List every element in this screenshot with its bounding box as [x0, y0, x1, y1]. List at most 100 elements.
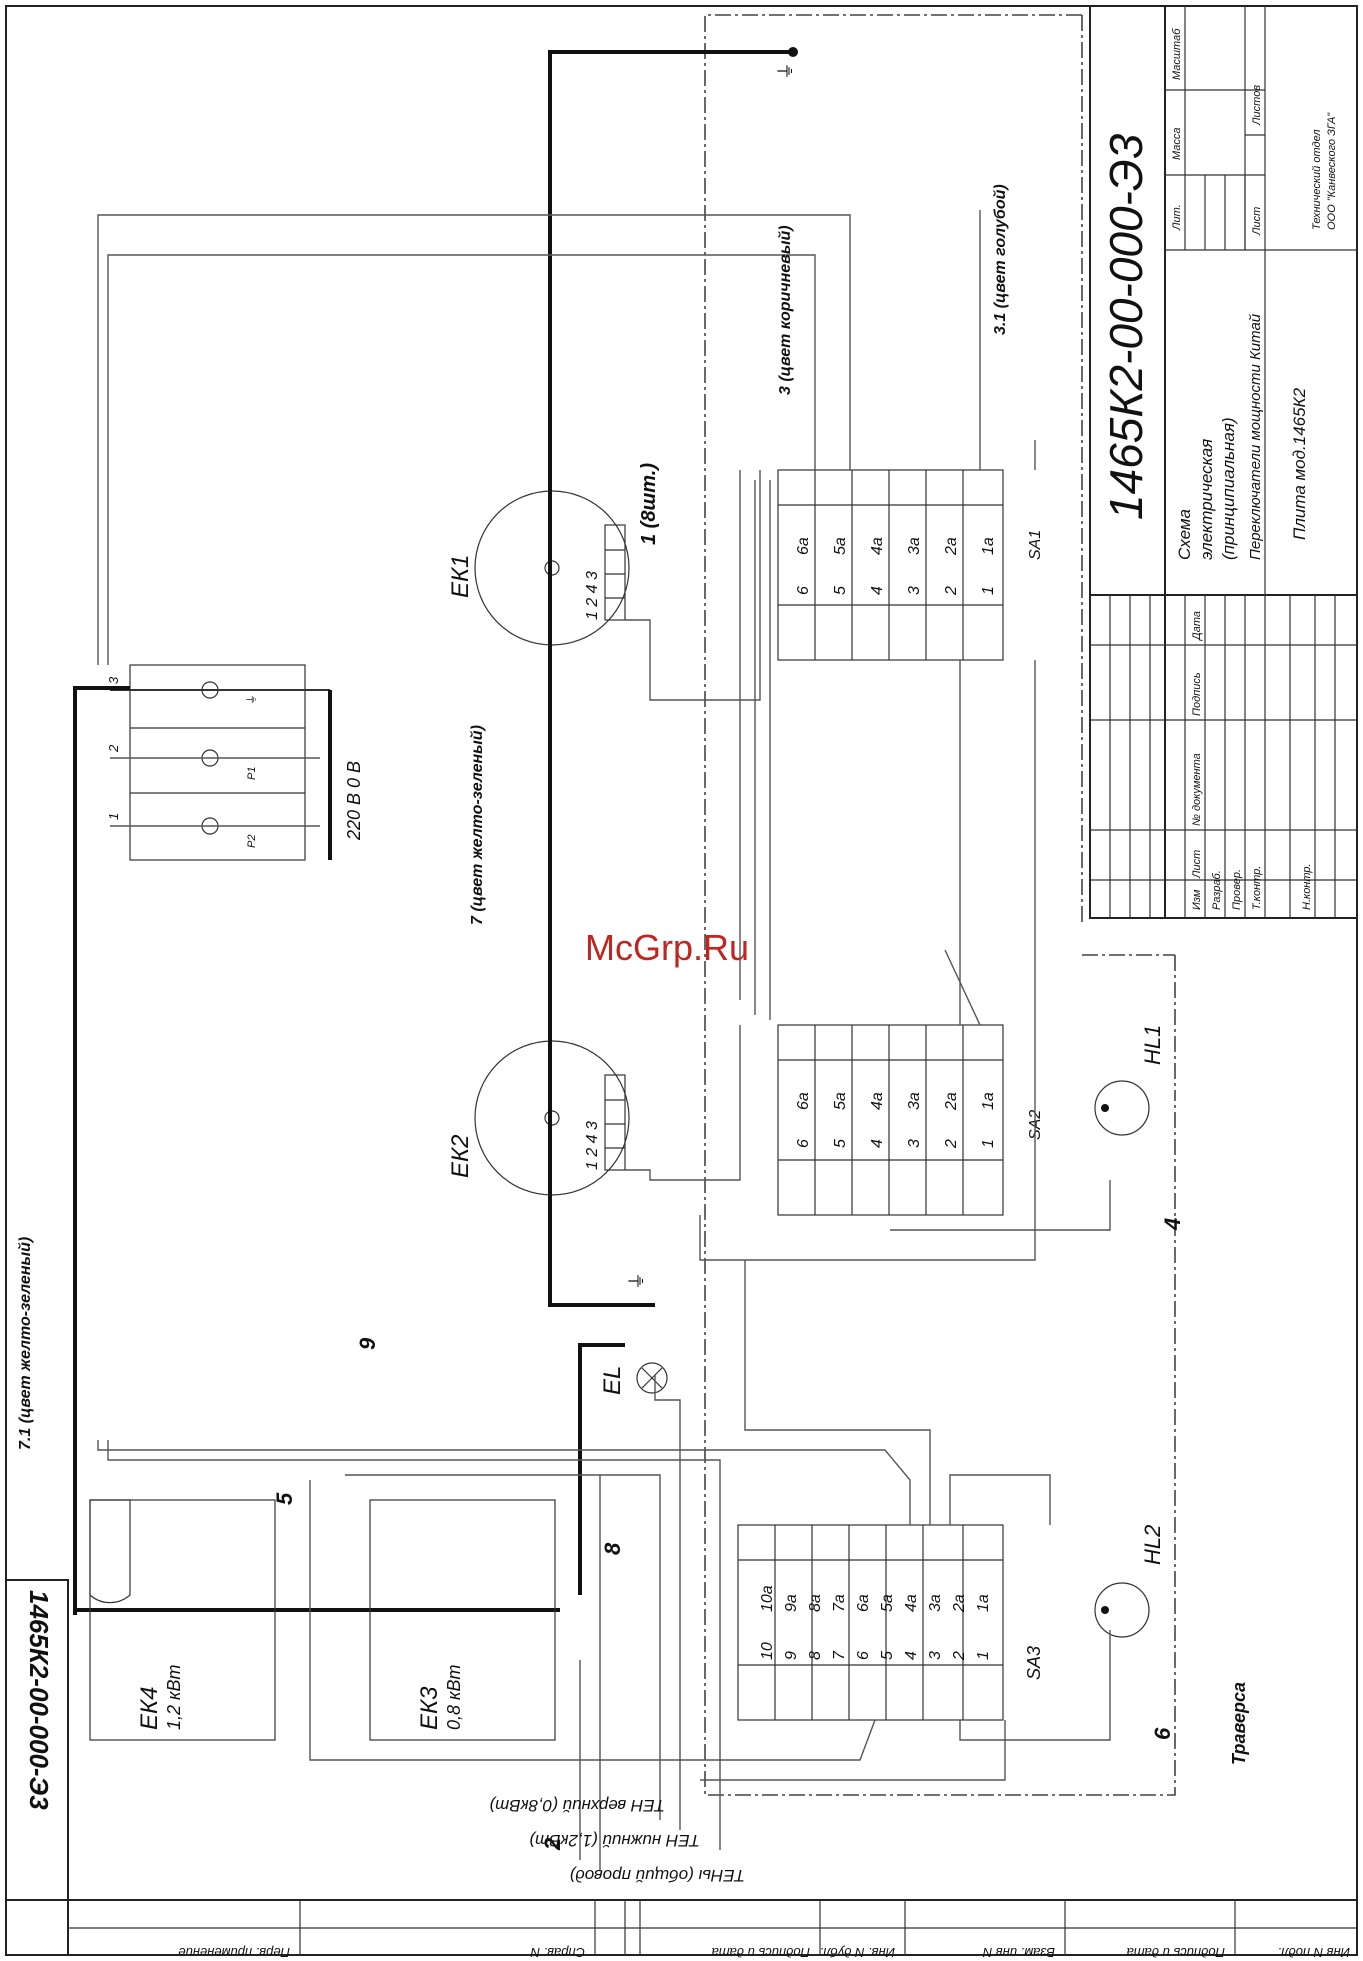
sa3-contact-1: 1: [975, 1651, 992, 1660]
sa3-contact-7а: 7а: [831, 1594, 848, 1612]
title-col-list: Лист: [1191, 850, 1203, 879]
title-row-prover: Провер.: [1231, 869, 1243, 910]
earth-wire-71: [73, 686, 130, 1615]
sa3-contact-3а: 3а: [927, 1594, 944, 1612]
heater-ek4: ЕК4 1,2 кВт: [89, 1499, 276, 1741]
sa2-contact-6: 6: [795, 1139, 812, 1148]
sa3-contact-4: 4: [903, 1651, 920, 1660]
drawing-frame: [5, 5, 1358, 1956]
stamp-inv-podl: Инв N подл.: [1278, 1945, 1350, 1960]
title-doc-code: 1465К2-00-000-Э3: [1100, 133, 1152, 520]
watermark: McGrp.Ru: [585, 927, 749, 968]
title-doc-subtitle: Переключатели мощности Китай: [1247, 313, 1264, 560]
switch-sa3: SA3: [737, 1524, 1044, 1721]
stamp-vzam-inv: Взам. инв N: [982, 1945, 1055, 1960]
wire-8-label: 8: [600, 1542, 625, 1555]
ek2-pins: 1 2 4 3: [584, 1121, 601, 1170]
ek3-power: 0,8 кВт: [444, 1664, 464, 1730]
stamp-podp-data-2: Подпись и дата: [1127, 1945, 1225, 1960]
side-doc-code-box: 1465К2-00-000-Э3: [5, 1579, 69, 1956]
sa3-contact-2а: 2а: [951, 1594, 968, 1613]
sa1-contact-5: 5: [832, 586, 849, 595]
sa1-contact-1а: 1а: [980, 537, 997, 555]
traversa-label: Траверса: [1229, 1682, 1249, 1765]
sa3-contact-8: 8: [807, 1651, 824, 1660]
sa3-contact-8а: 8а: [807, 1594, 824, 1612]
wire-71-label: 7.1 (цвет желто-зеленый): [17, 1237, 34, 1450]
side-doc-code: 1465К2-00-000-Э3: [24, 1590, 54, 1810]
sa2-contact-3а: 3а: [906, 1092, 923, 1110]
p1-label: P1: [246, 767, 258, 780]
ek4-label: ЕК4: [136, 1687, 163, 1731]
traverse-boundary: [704, 14, 1176, 1796]
title-col-sheets: Листов: [1251, 85, 1263, 126]
wire-5-label: 5: [272, 1492, 297, 1505]
lamp-hl2: HL2: [1094, 1525, 1165, 1638]
sa2-contact-4: 4: [869, 1139, 886, 1148]
sa3-contact-5а: 5а: [879, 1594, 896, 1612]
ground-symbol-top: ⏚: [776, 62, 796, 80]
sa3-contact-6: 6: [855, 1651, 872, 1660]
stamp-podp-data-1: Подпись и дата: [712, 1945, 810, 1960]
terminal-2-label: 2: [106, 744, 121, 753]
sa1-contact-1: 1: [980, 586, 997, 595]
ten-upper-label: ТЕН верхний (0,8кВт): [489, 1796, 665, 1815]
burner-ek2: 1 2 4 3 ЕК2: [447, 1040, 630, 1196]
title-col-docnum: № документа: [1191, 753, 1203, 826]
title-row-razrab: Разраб.: [1211, 870, 1223, 910]
title-col-scale: Масштаб: [1171, 28, 1183, 80]
sa3-contact-7: 7: [831, 1650, 848, 1660]
title-doc-name-2: электрическая: [1197, 439, 1216, 560]
terminal-block: ⏚ 3 2 1 P1 P2 220 В 0 В: [106, 664, 364, 861]
sa3-contact-3: 3: [927, 1651, 944, 1660]
sa3-label: SA3: [1024, 1646, 1044, 1680]
title-block: 1465К2-00-000-Э3 Схема электрическая (пр…: [1089, 5, 1358, 919]
sa2-contact-6а: 6а: [795, 1092, 812, 1110]
title-doc-name-3: (принципиальная): [1219, 417, 1238, 560]
sa1-contact-3а: 3а: [906, 537, 923, 555]
burner-qty-label: 1 (8шт.): [638, 463, 660, 545]
sa1-label: SA1: [1027, 530, 1044, 560]
sa1-contact-6а: 6а: [795, 537, 812, 555]
sa2-contact-4а: 4а: [869, 1092, 886, 1110]
title-col-mass: Масса: [1171, 127, 1183, 160]
sa2-contact-5: 5: [832, 1139, 849, 1148]
burner-ek1: 1 2 4 3 ЕК1 1 (8шт.): [447, 463, 660, 646]
wire-2-label: 2: [540, 1837, 565, 1851]
sa2-contact-2: 2: [943, 1139, 960, 1149]
title-company-2: ООО "Канвеского ЗГА": [1326, 112, 1338, 230]
sa1-contact-6: 6: [795, 586, 812, 595]
title-col-sign: Подпись: [1191, 672, 1203, 716]
sa2-contact-5а: 5а: [832, 1092, 849, 1110]
oven-lamp-el: EL ⏚: [599, 1272, 668, 1395]
sa3-contact-6а: 6а: [855, 1594, 872, 1612]
ground-symbol-terminal: ⏚: [245, 694, 258, 705]
wire-6-label: 6: [1150, 1727, 1175, 1740]
wiring: [97, 210, 1111, 1870]
wire-4-label: 4: [1160, 1218, 1185, 1231]
sa1-contact-4а: 4а: [869, 537, 886, 555]
title-company-1: Технический отдел: [1311, 129, 1323, 230]
ek1-label: ЕК1: [447, 555, 474, 599]
title-product: Плита мод.1465К2: [1290, 387, 1309, 540]
sa3-contact-9а: 9а: [783, 1594, 800, 1612]
switch-sa2: SA2: [777, 1024, 1044, 1216]
hl2-label: HL2: [1140, 1525, 1165, 1565]
sa1-contact-4: 4: [869, 586, 886, 595]
title-row-nkontr: Н.контр.: [1301, 863, 1313, 910]
sa3-contact-1а: 1а: [975, 1594, 992, 1612]
sa3-contact-10а: 10а: [759, 1585, 776, 1612]
bottom-stamp: Перв. применение Справ. N Подпись и дата…: [6, 1899, 1357, 1960]
ten-common-label: ТЕНы (общий провод): [570, 1866, 745, 1885]
ten-lower-label: ТЕН нижний (1,2кВт): [529, 1831, 700, 1850]
sa3-contact-4а: 4а: [903, 1594, 920, 1612]
el-label: EL: [599, 1366, 626, 1395]
earth-terminal-top: [788, 47, 798, 57]
title-col-izm: Изм: [1191, 889, 1203, 910]
p2-label: P2: [246, 835, 258, 848]
title-doc-name-1: Схема: [1175, 509, 1194, 560]
wire-9-label: 9: [355, 1337, 380, 1350]
ek3-label: ЕК3: [416, 1686, 443, 1730]
